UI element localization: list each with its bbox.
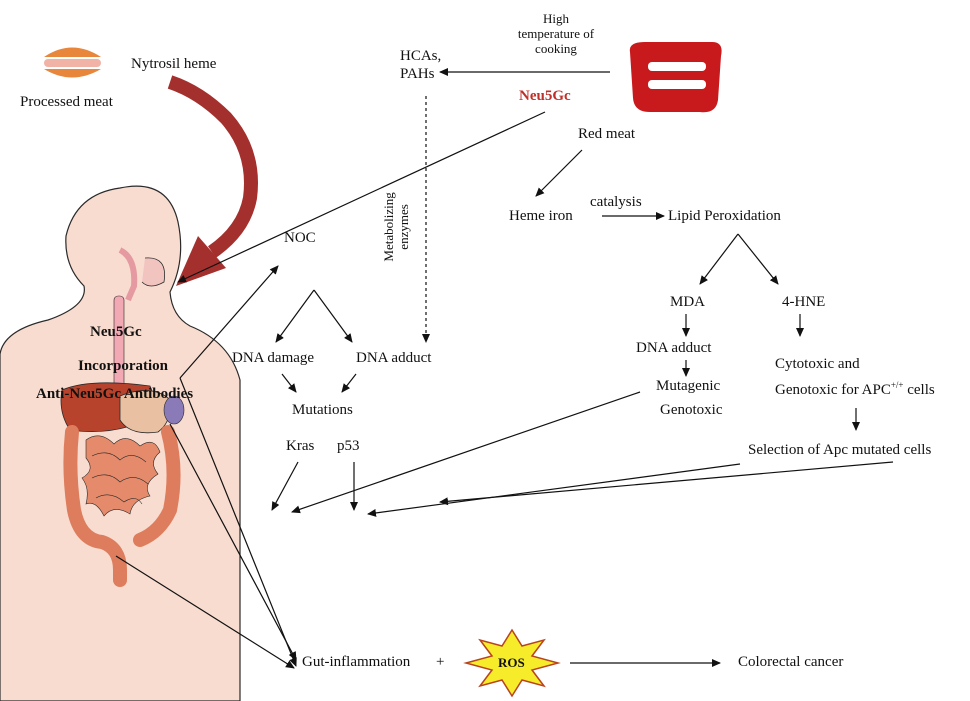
- noc-label: NOC: [284, 230, 316, 247]
- metabolizing-line2: enzymes: [397, 172, 412, 282]
- selection-apc-label: Selection of Apc mutated cells: [748, 442, 931, 459]
- mutagenic-label: Mutagenic: [656, 378, 720, 395]
- plus-sign: +: [436, 654, 444, 671]
- high-temp-line3: cooking: [506, 42, 606, 57]
- neu5gc-body-label: Neu5Gc: [90, 324, 142, 341]
- mutations-label: Mutations: [292, 402, 353, 419]
- dna-damage-label: DNA damage: [232, 350, 314, 367]
- kras-label: Kras: [286, 438, 314, 455]
- colorectal-cancer-label: Colorectal cancer: [738, 654, 843, 671]
- processed-meat-icon: [44, 48, 101, 78]
- ros-label: ROS: [498, 656, 525, 671]
- hcas-label: HCAs,: [400, 48, 441, 65]
- metabolizing-line1: Metabolizing: [382, 172, 397, 282]
- genotoxic-label: Genotoxic: [660, 402, 722, 419]
- heme-iron-label: Heme iron: [509, 208, 573, 225]
- pahs-label: PAHs: [400, 66, 434, 83]
- high-temp-line2: temperature of: [506, 27, 606, 42]
- dna-adduct-label: DNA adduct: [356, 350, 431, 367]
- apc-superscript: +/+: [891, 380, 904, 390]
- red-meat-icon: [630, 42, 722, 112]
- high-temperature-label: High temperature of cooking: [506, 12, 606, 57]
- cells-text: cells: [907, 382, 935, 398]
- nytrosil-heme-curved-arrow: [170, 82, 251, 286]
- 4-hne-label: 4-HNE: [782, 294, 825, 311]
- metabolizing-enzymes-label: Metabolizing enzymes: [382, 172, 412, 282]
- cytotoxic-line1-label: Cytotoxic and: [775, 356, 860, 373]
- p53-label: p53: [337, 438, 360, 455]
- cytotoxic-line2-label: Genotoxic for APC+/+ cells: [775, 380, 935, 399]
- gut-inflammation-label: Gut-inflammation: [302, 654, 410, 671]
- red-meat-label: Red meat: [578, 126, 635, 143]
- nytrosil-heme-label: Nytrosil heme: [131, 56, 216, 73]
- genotoxic-apc-text: Genotoxic for APC: [775, 382, 891, 398]
- neu5gc-red-meat-label: Neu5Gc: [519, 88, 571, 105]
- processed-meat-label: Processed meat: [20, 94, 113, 111]
- high-temp-line1: High: [506, 12, 606, 27]
- catalysis-label: catalysis: [590, 194, 642, 211]
- dna-adduct-lipid-label: DNA adduct: [636, 340, 711, 357]
- incorporation-label: Incorporation: [78, 358, 168, 375]
- anti-neu5gc-antibodies-label: Anti-Neu5Gc Antibodies: [36, 386, 193, 403]
- lipid-peroxidation-label: Lipid Peroxidation: [668, 208, 781, 225]
- mda-label: MDA: [670, 294, 705, 311]
